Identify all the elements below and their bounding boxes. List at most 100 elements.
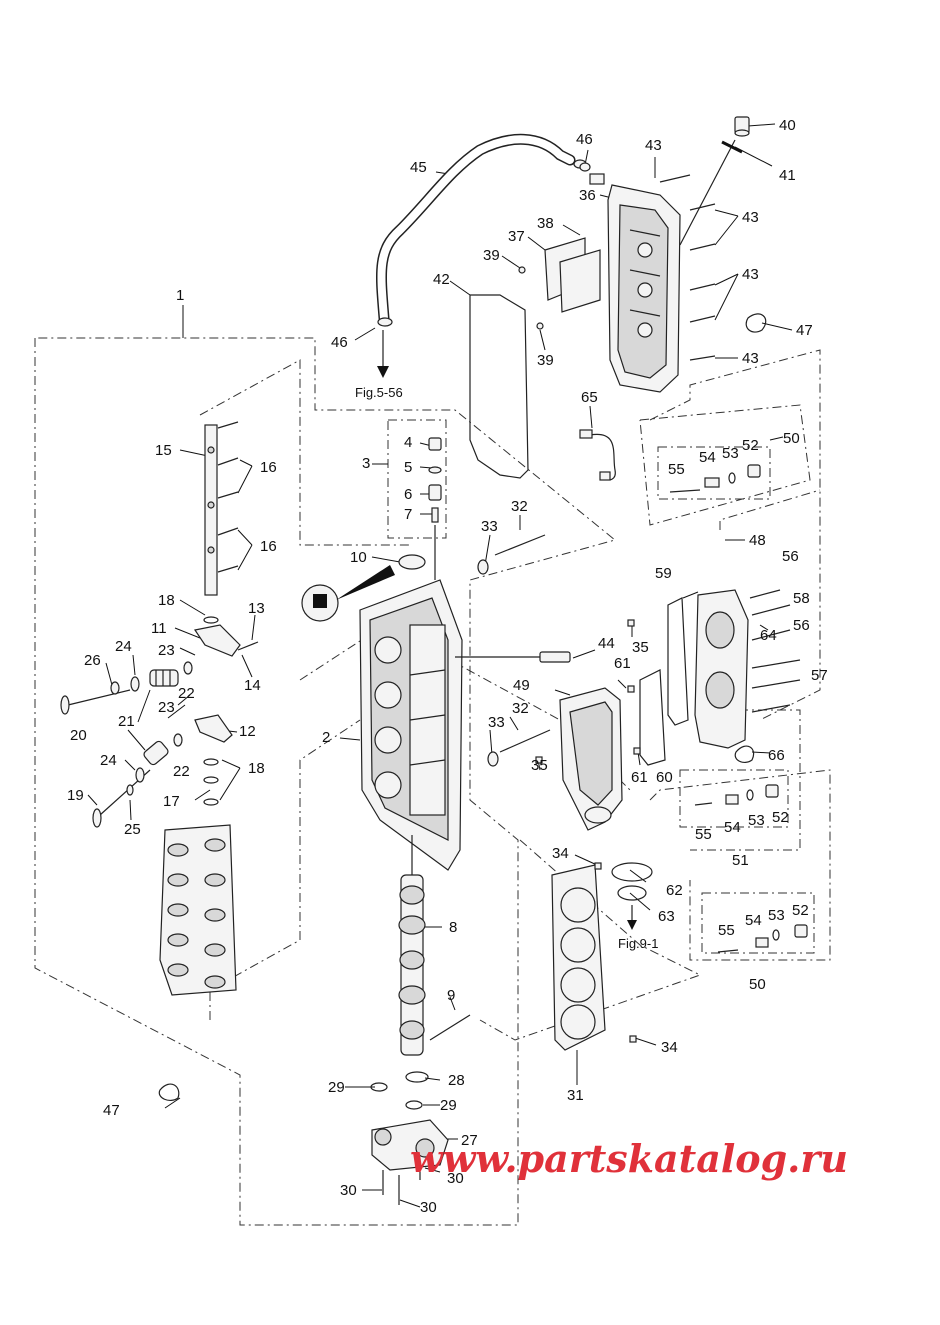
callout-56b: 56 bbox=[793, 617, 810, 634]
shim-18c bbox=[203, 798, 219, 806]
callout-39b: 39 bbox=[537, 352, 554, 369]
rocker-arm-lower bbox=[194, 714, 233, 743]
callout-42: 42 bbox=[433, 271, 450, 288]
anode-set-middle bbox=[694, 784, 779, 806]
callout-47b: 47 bbox=[103, 1102, 120, 1119]
fig-9-1-arrow bbox=[627, 905, 637, 930]
callout-49: 49 bbox=[513, 677, 530, 694]
small-fasteners bbox=[518, 162, 641, 1043]
callout-12: 12 bbox=[239, 723, 256, 740]
callout-16a: 16 bbox=[260, 459, 277, 476]
oil-pump bbox=[371, 1119, 449, 1171]
figure-reference-9-1: Fig.9-1 bbox=[618, 936, 658, 951]
callout-46a: 46 bbox=[576, 131, 593, 148]
callout-35a: 35 bbox=[632, 639, 649, 656]
valve-spring-upper bbox=[149, 669, 179, 687]
breather-hose bbox=[376, 133, 587, 327]
callout-46b: 46 bbox=[331, 334, 348, 351]
camshaft-oil-seal bbox=[398, 554, 426, 570]
callout-29b: 29 bbox=[440, 1097, 457, 1114]
callout-37: 37 bbox=[508, 228, 525, 245]
callout-33a: 33 bbox=[481, 518, 498, 535]
hose-clip-66 bbox=[734, 745, 755, 764]
callout-36: 36 bbox=[579, 187, 596, 204]
figure-reference-5-56: Fig.5-56 bbox=[355, 385, 403, 400]
valve-train-assembly bbox=[159, 824, 237, 996]
cylinder-head-gasket bbox=[551, 864, 606, 1051]
callout-58: 58 bbox=[793, 590, 810, 607]
seat-24b bbox=[135, 767, 145, 783]
callout-6: 6 bbox=[404, 486, 412, 503]
callout-66: 66 bbox=[768, 747, 785, 764]
callout-34b: 34 bbox=[661, 1039, 678, 1056]
callout-11: 11 bbox=[151, 620, 167, 637]
callout-17: 17 bbox=[163, 793, 180, 810]
callout-43a: 43 bbox=[645, 137, 662, 154]
callout-22b: 22 bbox=[173, 763, 190, 780]
callout-50b: 50 bbox=[749, 976, 766, 993]
cotter-22a bbox=[183, 661, 193, 675]
callout-21: 21 bbox=[118, 713, 135, 730]
callout-61a: 61 bbox=[614, 655, 631, 672]
head-cover-gasket bbox=[469, 294, 529, 479]
callout-18a: 18 bbox=[158, 592, 175, 609]
anode-set-upper bbox=[669, 464, 761, 493]
callout-53c: 53 bbox=[768, 907, 785, 924]
manifold-bolts bbox=[749, 589, 801, 713]
callout-63: 63 bbox=[658, 908, 675, 925]
callout-27: 27 bbox=[461, 1132, 478, 1149]
callout-41: 41 bbox=[779, 167, 796, 184]
oil-pump-bolts bbox=[382, 1165, 421, 1205]
oil-cap-assembly bbox=[428, 437, 442, 580]
cylinder-head bbox=[359, 579, 463, 871]
callout-38: 38 bbox=[537, 215, 554, 232]
callout-50a: 50 bbox=[783, 430, 800, 447]
callout-43c: 43 bbox=[742, 266, 759, 283]
callout-19: 19 bbox=[67, 787, 84, 804]
shim-18a bbox=[203, 616, 219, 624]
seal-25 bbox=[126, 784, 134, 796]
seat-24a bbox=[130, 676, 140, 692]
callout-52a: 52 bbox=[742, 437, 759, 454]
cylinder-head-cover bbox=[607, 139, 736, 393]
callout-48: 48 bbox=[749, 532, 766, 549]
callout-54b: 54 bbox=[724, 819, 741, 836]
rocker-shaft bbox=[204, 424, 218, 596]
callout-55c: 55 bbox=[718, 922, 735, 939]
hose-clip-lower bbox=[158, 1083, 180, 1102]
fig-5-56-arrow bbox=[377, 330, 389, 378]
camshaft bbox=[398, 835, 426, 1056]
callout-64: 64 bbox=[760, 627, 777, 644]
callout-56a: 56 bbox=[782, 548, 799, 565]
callout-57: 57 bbox=[811, 667, 828, 684]
callout-10: 10 bbox=[350, 549, 367, 566]
callout-53b: 53 bbox=[748, 812, 765, 829]
callout-44: 44 bbox=[598, 635, 615, 652]
callout-30a: 30 bbox=[447, 1170, 464, 1187]
hose-clip-upper bbox=[745, 313, 767, 333]
callout-55b: 55 bbox=[695, 826, 712, 843]
callout-2: 2 bbox=[322, 729, 330, 746]
rocker-arm-upper bbox=[194, 624, 259, 657]
callout-55a: 55 bbox=[668, 461, 685, 478]
callout-62: 62 bbox=[666, 882, 683, 899]
o-ring-29a bbox=[370, 1082, 388, 1092]
callout-labels: 1 2 3 4 5 6 7 8 9 10 11 12 13 14 15 16 1… bbox=[67, 117, 828, 1216]
sensor-harness bbox=[579, 429, 616, 481]
callout-30b: 30 bbox=[340, 1182, 357, 1199]
callout-3: 3 bbox=[362, 455, 370, 472]
callout-32a: 32 bbox=[511, 498, 528, 515]
callout-8: 8 bbox=[449, 919, 457, 936]
callout-53a: 53 bbox=[722, 445, 739, 462]
callout-9: 9 bbox=[447, 987, 455, 1004]
callout-54c: 54 bbox=[745, 912, 762, 929]
cotter-22b bbox=[173, 733, 183, 747]
callout-20: 20 bbox=[70, 727, 87, 744]
callout-23b: 23 bbox=[158, 699, 175, 716]
callout-32b: 32 bbox=[512, 700, 529, 717]
callout-4: 4 bbox=[404, 434, 412, 451]
intake-valve bbox=[60, 689, 131, 715]
callout-33b: 33 bbox=[488, 714, 505, 731]
callout-45: 45 bbox=[410, 159, 427, 176]
